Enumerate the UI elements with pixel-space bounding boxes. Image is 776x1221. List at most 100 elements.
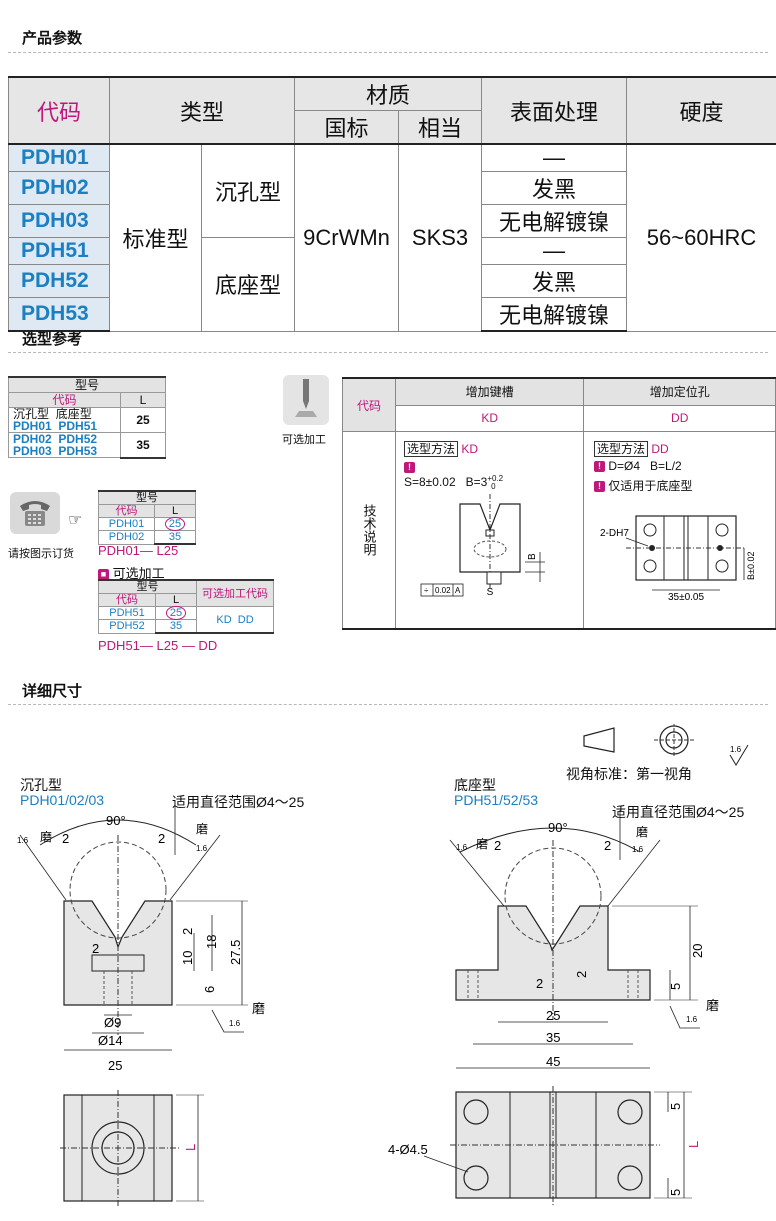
l-value: 35 — [154, 530, 196, 545]
info-icon: ! — [594, 461, 605, 473]
right-dia-range: 适用直径范围Ø4～25 — [612, 804, 745, 820]
l-header: L — [154, 504, 196, 518]
l-header: L — [120, 392, 166, 408]
roughness-symbol: 1.6 — [729, 744, 749, 766]
kd-spec: ! S=8±0.02 B=3+0.20 — [404, 462, 504, 492]
svg-text:90°: 90° — [106, 813, 126, 828]
material-equiv: SKS3 — [398, 143, 483, 332]
info-icon: ! — [404, 462, 415, 474]
svg-text:S: S — [487, 587, 494, 598]
model-header: 型号 — [8, 376, 166, 393]
model-row: PDH52 — [98, 619, 156, 634]
svg-text:5: 5 — [668, 1189, 683, 1196]
model-header: 型号 — [98, 490, 196, 505]
surface-cell: 无电解镀镍 — [481, 204, 628, 238]
svg-text:35±0.05: 35±0.05 — [668, 592, 705, 603]
svg-text:18: 18 — [204, 935, 219, 949]
pointing-hand-icon: ☞ — [68, 512, 83, 529]
divider — [8, 352, 768, 353]
svg-text:1.6: 1.6 — [196, 844, 208, 853]
svg-text:0.02: 0.02 — [435, 586, 451, 595]
svg-text:1.6: 1.6 — [686, 1015, 698, 1024]
surface-cell: — — [481, 143, 628, 172]
type-counterbore: 沉孔型 — [200, 143, 296, 238]
left-dia-range: 适用直径范围Ø4～25 — [172, 794, 305, 810]
l-value: 35 — [120, 432, 166, 459]
header-material: 材质 — [294, 76, 483, 111]
surface-cell: — — [481, 237, 628, 265]
svg-text:20: 20 — [690, 944, 705, 958]
svg-text:磨: 磨 — [252, 1001, 265, 1016]
method-label: 选型方法 — [404, 441, 459, 457]
svg-text:27.5: 27.5 — [228, 940, 243, 965]
svg-text:1.6: 1.6 — [17, 836, 29, 845]
phone-label: 请按图示订货 — [8, 548, 74, 560]
dd-note: ! 仅适用于底座型 — [594, 477, 692, 494]
code-cell: PDH01 — [8, 143, 110, 172]
option-codes: KD DD — [196, 606, 274, 634]
model-row: PDH03 PDH53 — [13, 444, 98, 458]
option-table: 代码 增加键槽 增加定位孔 KD DD 技术说明 — [342, 377, 776, 630]
svg-text:2: 2 — [536, 976, 543, 991]
left-drawing: 90° 1.6 磨 1.6 磨 2 2 2 27.5 18 2 10 6 1.6… — [17, 805, 265, 1207]
tech-label: 技术说明 — [342, 431, 396, 630]
svg-text:1.6: 1.6 — [730, 745, 742, 754]
svg-text:Ø9: Ø9 — [104, 1015, 121, 1030]
material-gb: 9CrWMn — [294, 143, 400, 332]
svg-text:25: 25 — [108, 1058, 122, 1073]
hardness-value: 56~60HRC — [626, 143, 776, 332]
code-cell: PDH53 — [8, 297, 110, 332]
svg-text:2: 2 — [158, 831, 165, 846]
code-header: 代码 — [98, 504, 155, 518]
right-type: 底座型 — [454, 777, 496, 793]
surface-cell: 无电解镀镍 — [481, 297, 628, 332]
code-cell: PDH52 — [8, 264, 110, 298]
dd-drawing: 2-DH7 35±0.05 B±0.02 — [600, 515, 756, 603]
svg-text:2: 2 — [604, 838, 611, 853]
svg-text:磨: 磨 — [476, 837, 488, 851]
svg-text:A: A — [455, 586, 461, 595]
svg-text:1.6: 1.6 — [456, 843, 468, 852]
type-base: 底座型 — [200, 237, 296, 332]
model-row: PDH51 — [98, 606, 156, 620]
svg-text:B±0.02: B±0.02 — [746, 552, 756, 580]
svg-text:4-Ø4.5: 4-Ø4.5 — [388, 1142, 428, 1157]
svg-text:2: 2 — [494, 838, 501, 853]
divider — [8, 52, 768, 53]
section-title-detail: 详细尺寸 — [22, 683, 83, 700]
header-surface: 表面处理 — [481, 76, 628, 145]
type-base: 底座型 — [55, 407, 92, 421]
svg-text:2: 2 — [574, 971, 589, 978]
method-label: 选型方法 — [594, 441, 649, 457]
svg-text:45: 45 — [546, 1054, 560, 1069]
svg-text:10: 10 — [180, 951, 195, 965]
model-row: PDH02 PDH52 — [13, 432, 98, 446]
header-type: 类型 — [108, 76, 296, 145]
header-code: 代码 — [8, 76, 110, 145]
svg-text:磨: 磨 — [40, 830, 52, 844]
l-value: 35 — [155, 619, 197, 634]
svg-text:90°: 90° — [548, 820, 568, 835]
svg-text:25: 25 — [546, 1008, 560, 1023]
model-row: PDH02 — [98, 530, 155, 545]
svg-text:5: 5 — [668, 1103, 683, 1110]
header-gb: 国标 — [294, 110, 400, 145]
svg-text:1.6: 1.6 — [632, 845, 644, 854]
svg-text:5: 5 — [668, 983, 683, 990]
section-title-select: 选型参考 — [22, 331, 83, 348]
phone-icon — [10, 492, 60, 534]
dd-title: 增加定位孔 — [583, 377, 776, 406]
right-codes: PDH51/52/53 — [454, 792, 539, 808]
svg-text:2: 2 — [180, 928, 195, 935]
order-example-1: PDH01— L25 — [98, 543, 179, 558]
model-row: PDH01 PDH51 — [13, 419, 98, 433]
optional-icon: ■ — [98, 569, 109, 581]
header-equiv: 相当 — [398, 110, 483, 145]
svg-text:磨: 磨 — [196, 822, 208, 836]
code-header: 代码 — [98, 593, 156, 607]
svg-text:B: B — [527, 553, 538, 560]
l-value: 25 — [155, 606, 197, 620]
dd-detail — [583, 431, 776, 630]
